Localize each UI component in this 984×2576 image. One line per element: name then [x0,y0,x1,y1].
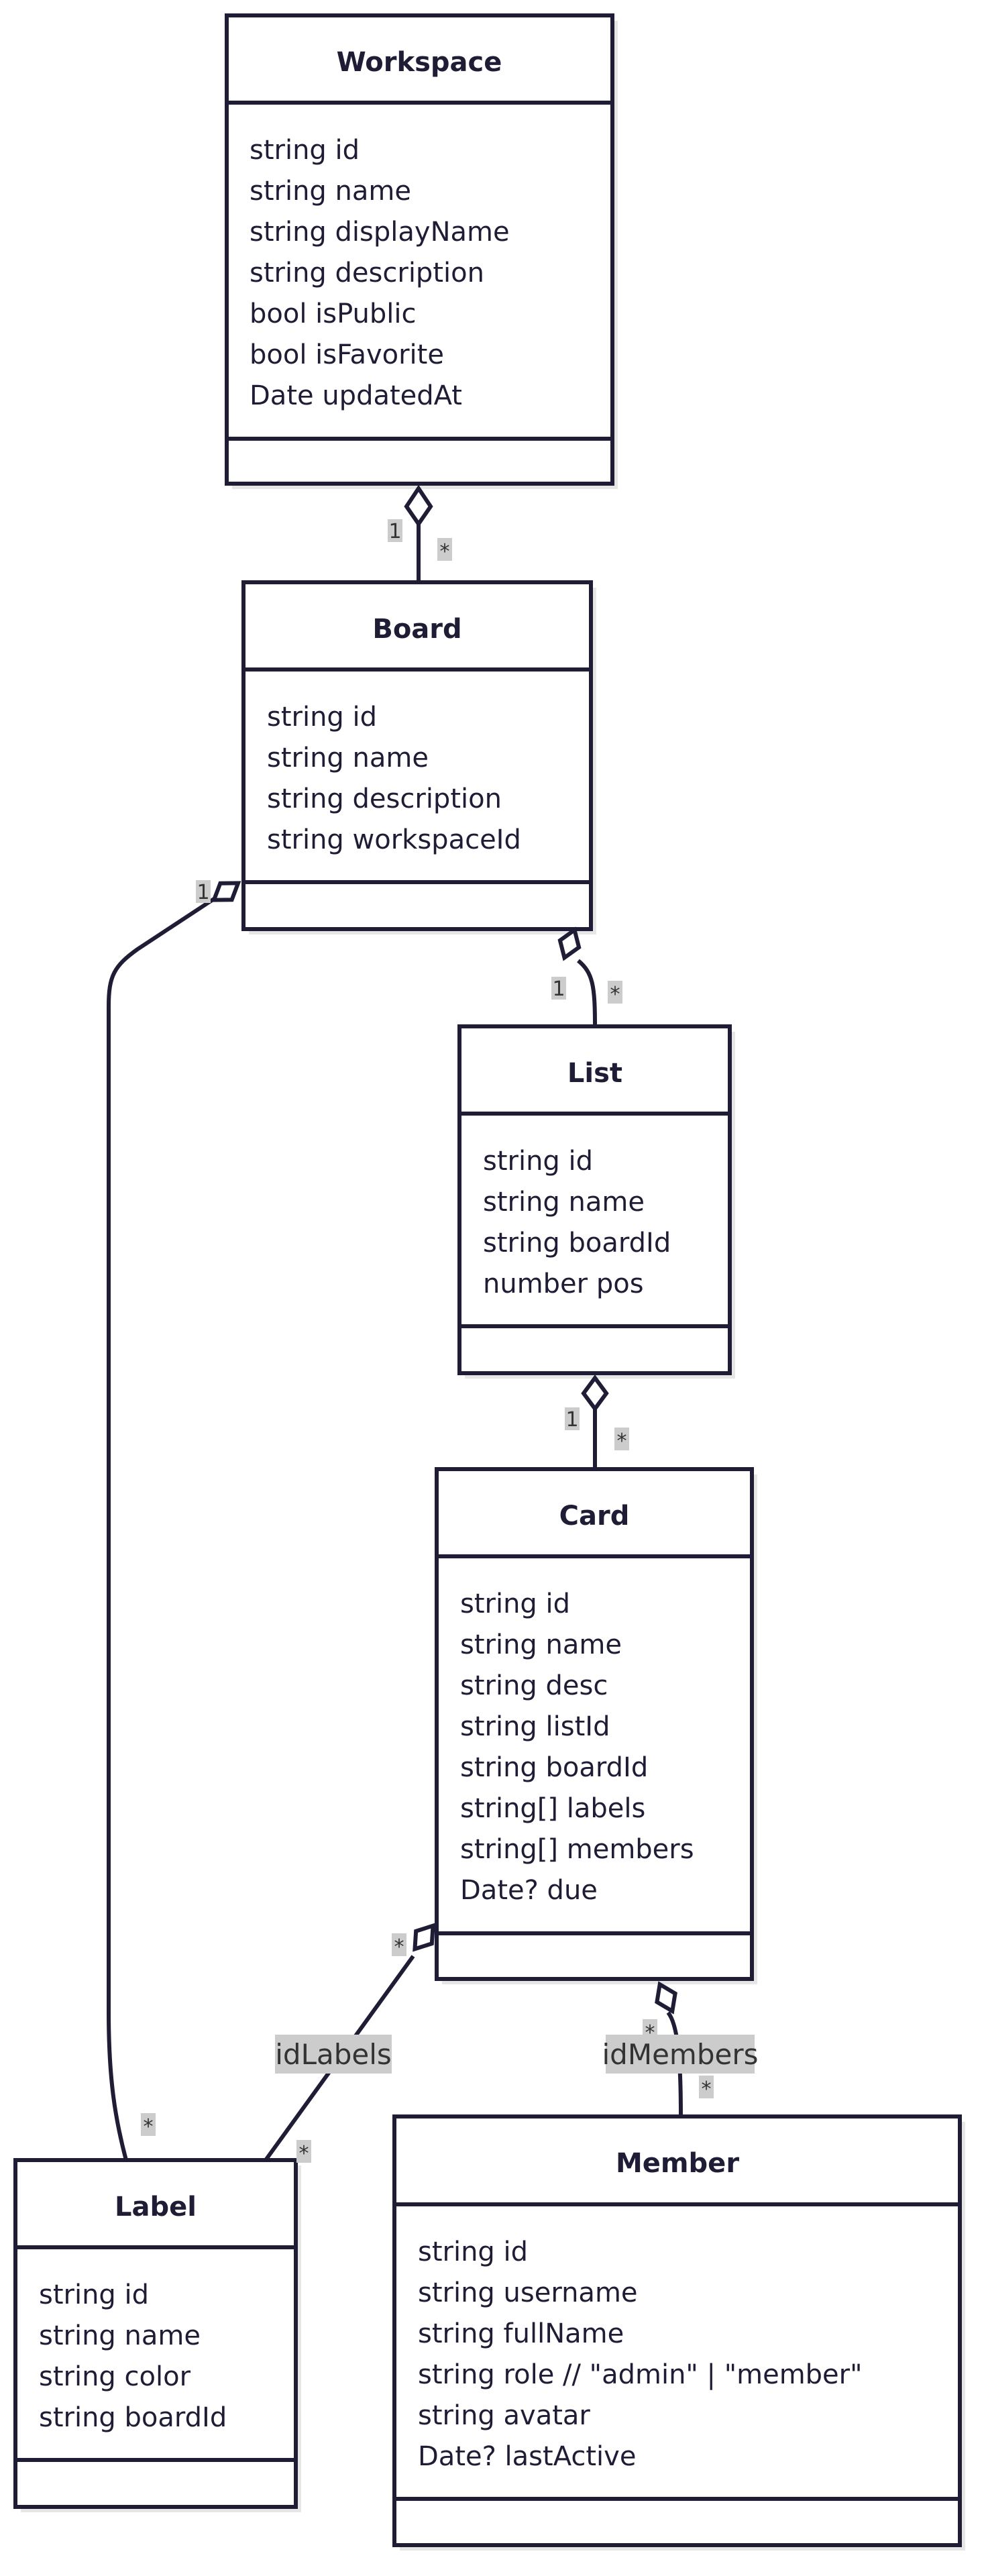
list-card-to-mult: * [617,1430,627,1453]
label-class-title: Label [115,2192,197,2222]
label-attr: string boardId [39,2402,227,2433]
workspace-board-diamond-icon [404,484,433,528]
list-attr: string name [483,1187,645,1218]
card-attr: Date? due [460,1875,598,1906]
board-attr: string workspaceId [267,824,521,855]
class-workspace: Workspace string id string name string d… [225,13,618,489]
multiplicity-labels: 1 * 1 * 1 * 1 * * * * * [141,519,714,2165]
board-list-line [577,959,597,1027]
list-attr: string id [483,1146,593,1177]
list-attr: number pos [483,1269,644,1299]
member-class-title: Member [616,2148,739,2179]
label-attr: string name [39,2320,201,2351]
card-member-diamond-icon [655,1981,677,2015]
list-card-from-mult: 1 [565,1408,578,1432]
list-card-diamond-icon [581,1374,609,1413]
workspace-attr: string name [250,176,411,207]
card-member-to-mult: * [702,2078,712,2101]
class-board: Board string id string name string descr… [241,580,596,934]
board-label-line [107,896,217,2161]
member-attr: string username [418,2277,638,2308]
class-card: Card string id string name string desc s… [435,1467,757,1984]
aggregation-diamonds [211,484,677,2015]
card-label-relation-label: idLabels [275,2038,392,2071]
card-attr: string desc [460,1670,608,1701]
card-class-title: Card [559,1501,630,1532]
board-attr: string description [267,784,502,814]
board-attr: string name [267,743,429,773]
class-list: List string id string name string boardI… [457,1024,735,1379]
label-attr: string id [39,2279,149,2310]
board-list-to-mult: * [610,983,620,1006]
workspace-attr: string displayName [250,217,510,248]
card-attr: string boardId [460,1752,648,1783]
board-list-diamond-icon [557,926,582,961]
class-label: Label string id string name string color… [13,2158,301,2512]
card-label-to-mult: * [299,2142,309,2165]
member-attr: string avatar [418,2400,590,2431]
workspace-board-to-mult: * [440,540,450,564]
list-attr: string boardId [483,1228,671,1258]
board-list-from-mult: 1 [552,977,565,1001]
card-attr: string[] members [460,1834,694,1865]
member-attr: string id [418,2237,528,2267]
workspace-attr: bool isFavorite [250,339,444,370]
workspace-attr: string id [250,135,360,166]
relation-labels: idLabels idMembers [275,2035,758,2074]
card-label-diamond-icon [413,1923,435,1952]
board-attr: string id [267,702,377,733]
card-attr: string name [460,1629,622,1660]
workspace-board-from-mult: 1 [388,520,401,543]
workspace-class-title: Workspace [337,47,502,78]
card-attr: string listId [460,1711,610,1742]
board-label-to-mult: * [144,2115,154,2139]
list-class-title: List [567,1058,622,1089]
board-label-from-mult: 1 [197,881,209,904]
workspace-attr: Date updatedAt [250,380,462,411]
card-attr: string id [460,1589,570,1619]
board-class-title: Board [372,614,461,645]
card-label-from-mult: * [394,1935,404,1959]
board-label-diamond-icon [211,881,241,902]
class-member: Member string id string username string … [392,2114,965,2551]
member-attr: string fullName [418,2318,624,2349]
label-attr: string color [39,2361,191,2392]
card-member-relation-label: idMembers [602,2038,759,2071]
member-attr: Date? lastActive [418,2441,636,2472]
member-attr: string role // "admin" | "member" [418,2359,863,2390]
workspace-attr: bool isPublic [250,299,417,329]
workspace-attr: string description [250,258,484,288]
card-attr: string[] labels [460,1793,645,1824]
